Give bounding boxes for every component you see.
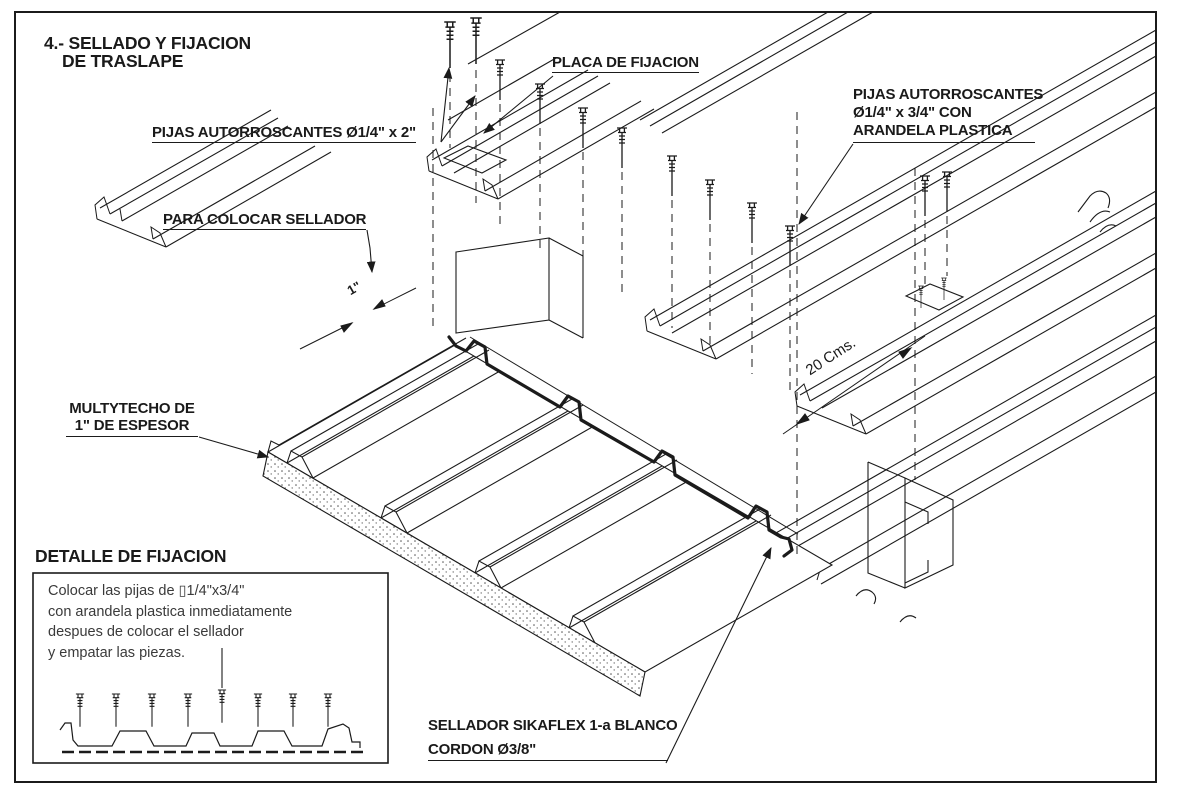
detail-heading: DETALLE DE FIJACION bbox=[35, 546, 227, 566]
screw-icon bbox=[443, 21, 457, 69]
sheet-title-line2: DE TRASLAPE bbox=[62, 51, 184, 71]
dimension-20cms bbox=[782, 335, 926, 435]
fixing-plate-left bbox=[442, 145, 508, 174]
sheet-frame bbox=[14, 11, 1157, 783]
purlin-right-end bbox=[867, 461, 954, 589]
foreground-panel bbox=[262, 336, 834, 697]
label-sikaflex: SELLADOR SIKAFLEX 1-a BLANCO CORDON Ø3/8… bbox=[428, 716, 678, 761]
back-panel-strip-1 bbox=[94, 11, 561, 248]
isometric-panels bbox=[94, 11, 1157, 697]
label-multytecho-line2: 1" DE ESPESOR bbox=[74, 417, 190, 434]
detail-note-line1: Colocar las pijas de ▯1/4"x3/4" bbox=[48, 583, 245, 599]
leader-pijas-34 bbox=[798, 143, 854, 225]
leader-sikaflex bbox=[665, 547, 772, 764]
screw-icon bbox=[666, 155, 678, 197]
sheet-title-line1: 4.- SELLADO Y FIJACION bbox=[44, 33, 251, 53]
label-pijas-34-line2: Ø1/4" x 3/4" CON bbox=[853, 104, 972, 121]
detail-note-line3: despues de colocar el sellador bbox=[48, 624, 244, 641]
label-sikaflex-line1: SELLADOR SIKAFLEX 1-a BLANCO bbox=[428, 717, 678, 734]
label-pijas-34-line3: ARANDELA PLASTICA bbox=[853, 122, 1013, 139]
detail-note-line2: con arandela plastica inmediatamente bbox=[48, 603, 293, 620]
sealant-bead bbox=[447, 335, 794, 558]
label-multytecho: MULTYTECHO DE 1" DE ESPESOR bbox=[66, 400, 198, 437]
leader-lines bbox=[198, 66, 854, 764]
projection-lines bbox=[432, 70, 948, 558]
screw-icon bbox=[577, 107, 589, 149]
screw-icon bbox=[919, 175, 931, 217]
label-para-colocar-sellador: PARA COLOCAR SELLADOR bbox=[163, 211, 367, 230]
leader-pijas-2in-b bbox=[440, 95, 476, 143]
detail-screws bbox=[75, 689, 333, 728]
screw-icon bbox=[746, 202, 758, 244]
leader-multytecho bbox=[198, 436, 270, 459]
label-multytecho-line1: MULTYTECHO DE bbox=[69, 400, 195, 417]
label-pijas-2in: PIJAS AUTORROSCANTES Ø1/4" x 2" bbox=[152, 124, 416, 143]
label-sikaflex-line2: CORDON Ø3/8" bbox=[428, 741, 537, 758]
detail-note-line4: y empatar las piezas. bbox=[48, 645, 186, 662]
screw-icon bbox=[784, 225, 796, 267]
dimension-1in bbox=[299, 287, 417, 350]
panel-end-curl-top-right bbox=[1077, 190, 1117, 233]
purlin-left-end bbox=[455, 237, 584, 339]
leader-sellador-colocar bbox=[366, 229, 376, 274]
label-placa-fijacion: PLACA DE FIJACION bbox=[552, 54, 699, 73]
leader-placa bbox=[483, 75, 554, 134]
label-pijas-34-line1: PIJAS AUTORROSCANTES bbox=[853, 86, 1044, 103]
screw-icon bbox=[704, 179, 716, 221]
screw-icon bbox=[616, 127, 628, 169]
leader-pijas-2in-a bbox=[440, 66, 453, 143]
detail-note: Colocar las pijas de ▯1/4"x3/4" con aran… bbox=[48, 581, 292, 664]
back-panel-strip-2 bbox=[426, 11, 874, 200]
detail-box bbox=[32, 572, 389, 764]
screw-icon bbox=[494, 59, 506, 101]
label-pijas-34: PIJAS AUTORROSCANTES Ø1/4" x 3/4" CON AR… bbox=[853, 86, 1044, 143]
back-panel-strip-4 bbox=[794, 190, 1157, 435]
panel-cross-section bbox=[59, 722, 368, 754]
back-panel-strip-3 bbox=[644, 29, 1157, 360]
